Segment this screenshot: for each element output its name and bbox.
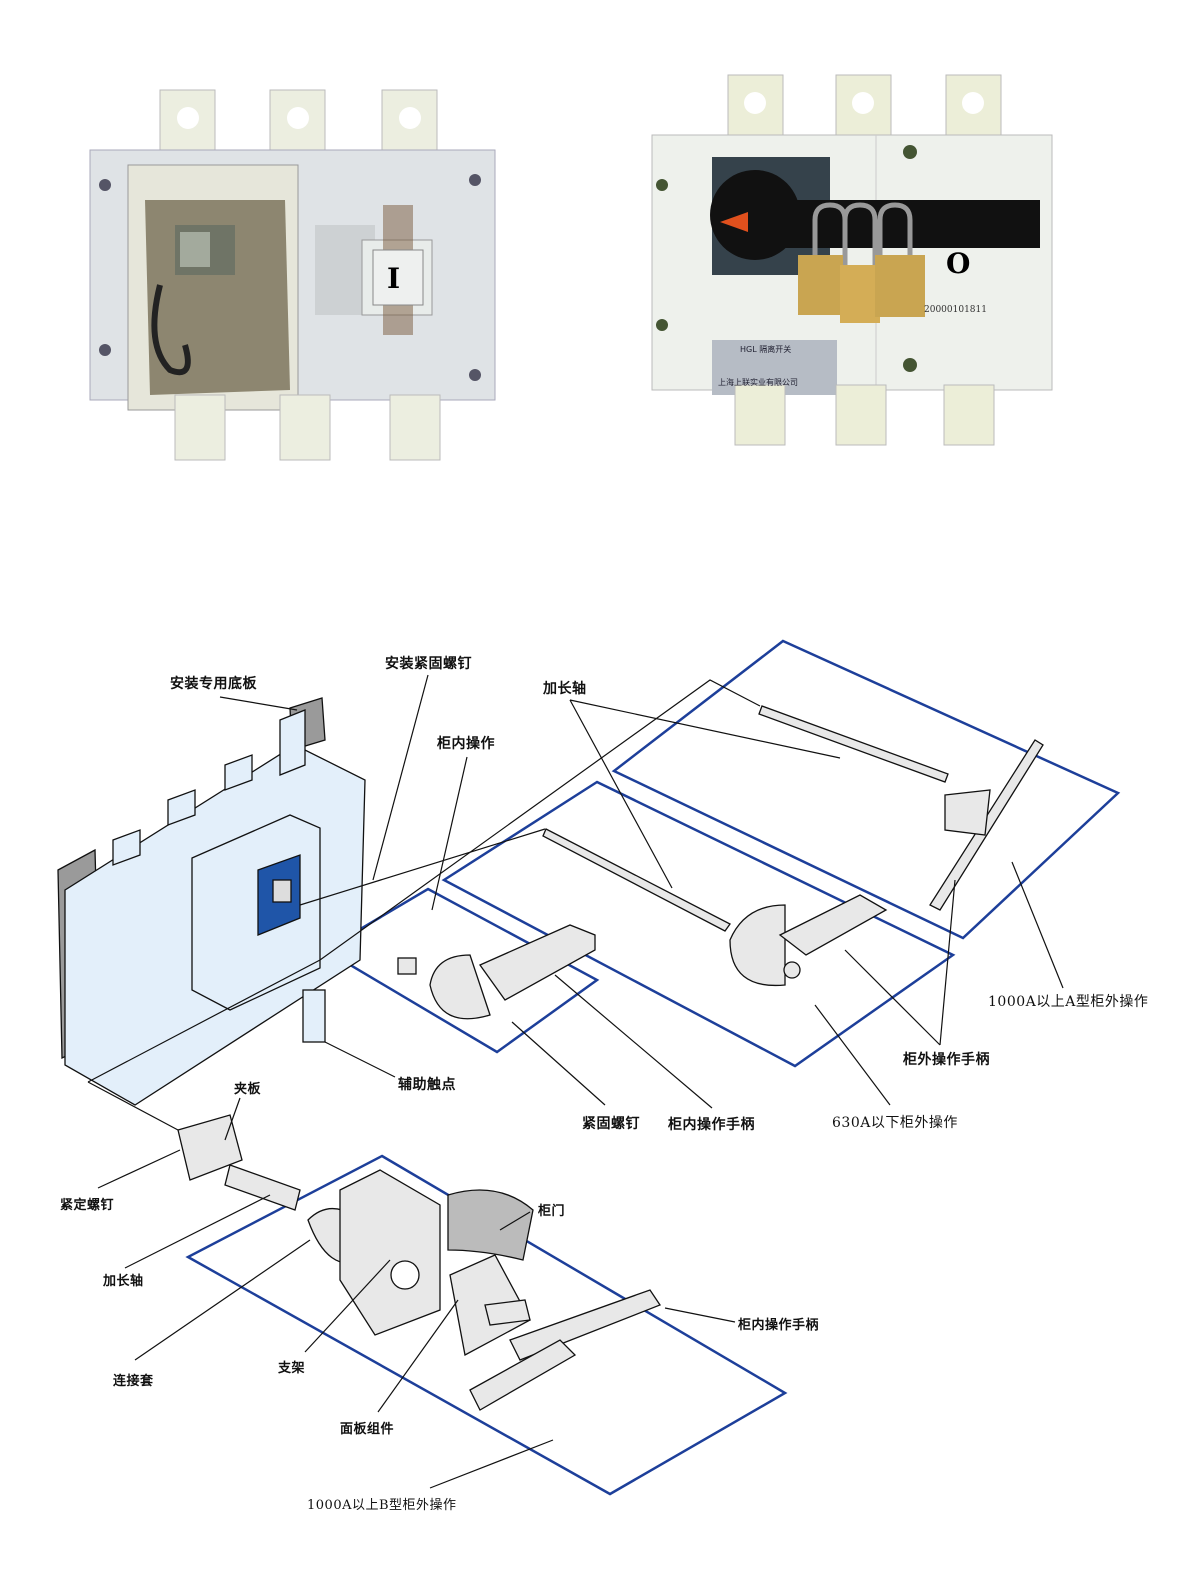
label-below-630a-outside: 630A以下柜外操作	[832, 1115, 958, 1131]
parts-drawing	[177, 705, 1044, 1411]
switch-photo-left	[89, 89, 496, 461]
label-fastening-screw: 紧固螺钉	[582, 1116, 640, 1132]
label-cabinet-door: 柜门	[538, 1204, 566, 1219]
label-panel-assembly: 面板组件	[340, 1422, 395, 1437]
label-outside-handle: 柜外操作手柄	[903, 1052, 990, 1068]
label-coupling: 连接套	[113, 1374, 154, 1389]
leader-lines	[87, 674, 1064, 1489]
nameplate-company: 上海上联实业有限公司	[718, 378, 798, 387]
label-bracket: 支架	[278, 1361, 306, 1376]
frame-type-b	[185, 1154, 788, 1496]
label-type-a-outside: 1000A以上A型柜外操作	[988, 994, 1149, 1010]
frame-630a	[441, 780, 956, 1068]
serial-number: 20000101811	[924, 305, 987, 315]
label-clamp-plate: 夹板	[234, 1082, 262, 1097]
label-mount-plate: 安装专用底板	[170, 676, 257, 692]
label-inside-handle-bottom: 柜内操作手柄	[738, 1318, 820, 1333]
right-switch-position-mark: O	[946, 247, 971, 280]
label-inside-handle-top: 柜内操作手柄	[668, 1117, 755, 1133]
label-aux-contact: 辅助触点	[398, 1077, 456, 1093]
frame-type-a	[611, 639, 1121, 940]
switch-photo-right	[651, 74, 1053, 446]
switch-body-drawing	[57, 697, 366, 1106]
label-type-b-outside: 1000A以上B型柜外操作	[307, 1498, 457, 1513]
label-set-screw: 紧定螺钉	[60, 1198, 115, 1213]
label-extension-shaft-bottom: 加长轴	[103, 1274, 144, 1289]
left-switch-position-mark: I	[387, 262, 401, 295]
label-extension-shaft-top: 加长轴	[543, 681, 587, 697]
nameplate-title: HGL 隔离开关	[740, 345, 792, 354]
label-inside-operation: 柜内操作	[437, 736, 495, 752]
label-mount-screws: 安装紧固螺钉	[385, 656, 472, 672]
